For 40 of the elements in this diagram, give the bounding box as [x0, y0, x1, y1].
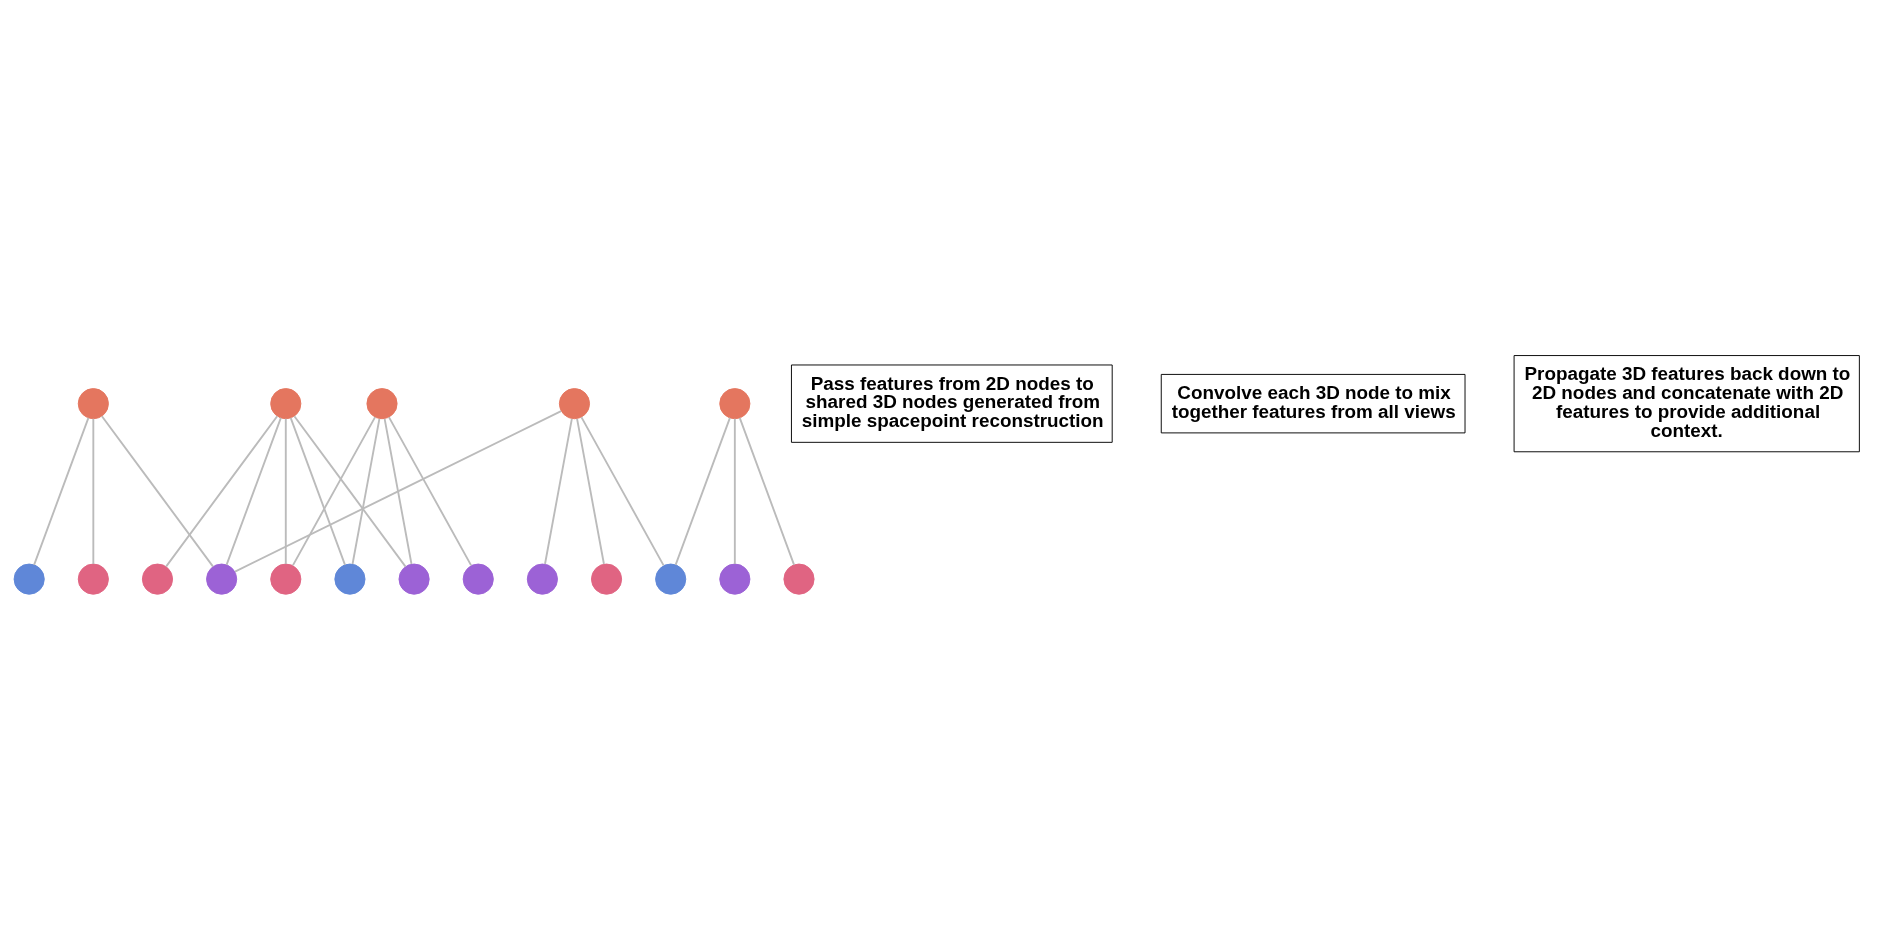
node-circle [719, 563, 751, 595]
node-circle [366, 387, 398, 419]
connector [576, 417, 605, 565]
node-circle [77, 563, 109, 595]
node-circle [783, 563, 815, 595]
connector [289, 416, 346, 566]
node-circle [77, 387, 109, 419]
connector [674, 416, 731, 566]
label: Convolve each 3D node to mix together features from all views [1171, 381, 1456, 422]
connector [733, 417, 736, 565]
connector [351, 417, 381, 565]
node-circle [141, 563, 174, 595]
node-circle [558, 387, 591, 419]
node-circle [398, 563, 430, 595]
connector [101, 414, 214, 568]
label: Propagate 3D features back down to 2D nodes and concatenate with 2D features to provide additional context. [1524, 362, 1851, 441]
node-circle [655, 563, 687, 595]
connector [33, 416, 90, 566]
connector [544, 417, 573, 565]
node-circle [526, 563, 558, 595]
node-circle [270, 563, 302, 595]
node-circle [13, 563, 45, 595]
connector [291, 415, 377, 566]
connector [580, 415, 665, 566]
node-circle [462, 563, 494, 595]
connector [388, 415, 473, 566]
connector [383, 417, 413, 565]
connector [284, 417, 287, 565]
node-circle [334, 563, 366, 595]
connector [234, 409, 562, 573]
label: Pass features from 2D nodes to shared 3D nodes generated from simple spacepoint reconstruction [801, 372, 1104, 431]
node-circle [206, 563, 238, 595]
node-circle [270, 387, 302, 419]
node-circle [719, 387, 751, 419]
connector [738, 416, 795, 566]
connector [92, 417, 95, 565]
connector [225, 416, 282, 566]
connector [293, 414, 407, 568]
node-circle [590, 563, 623, 595]
connector [165, 414, 279, 568]
